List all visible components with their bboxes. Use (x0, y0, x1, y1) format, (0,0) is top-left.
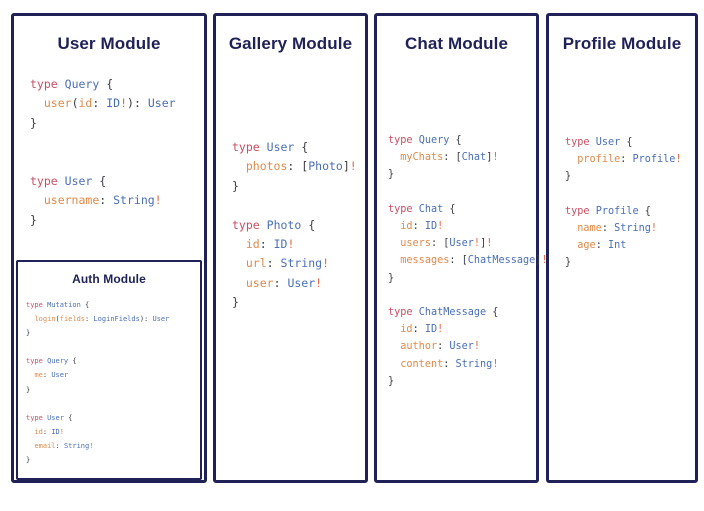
module-title-chat: Chat Module (404, 34, 509, 53)
module-card-gallery[interactable]: Gallery Module type User { photos: [Phot… (213, 13, 368, 483)
module-title-profile: Profile Module (562, 34, 682, 53)
module-card-chat[interactable]: Chat Module type Query { myChats: [Chat]… (374, 13, 548, 483)
schema-code-auth: type Mutation { login(fields: LoginField… (26, 301, 170, 465)
module-card-profile[interactable]: Profile Module type User { profile: Prof… (546, 13, 698, 483)
module-card-auth[interactable]: Auth Module type Mutation { login(fields… (16, 260, 202, 480)
module-title-auth: Auth Module (72, 272, 146, 286)
module-title-user: User Module (57, 34, 161, 53)
schema-code-profile: type User { profile: Profile! } type Pro… (565, 137, 682, 269)
module-card-user[interactable]: User Module type Query { user(id: ID!): … (11, 13, 207, 483)
schema-code-user: type Query { user(id: ID!): User } type … (30, 77, 176, 227)
module-title-gallery: Gallery Module (228, 34, 353, 53)
schema-code-gallery: type User { photos: [Photo]! } type Phot… (232, 140, 357, 310)
schema-code-chat: type Query { myChats: [Chat]! } type Cha… (388, 135, 548, 387)
